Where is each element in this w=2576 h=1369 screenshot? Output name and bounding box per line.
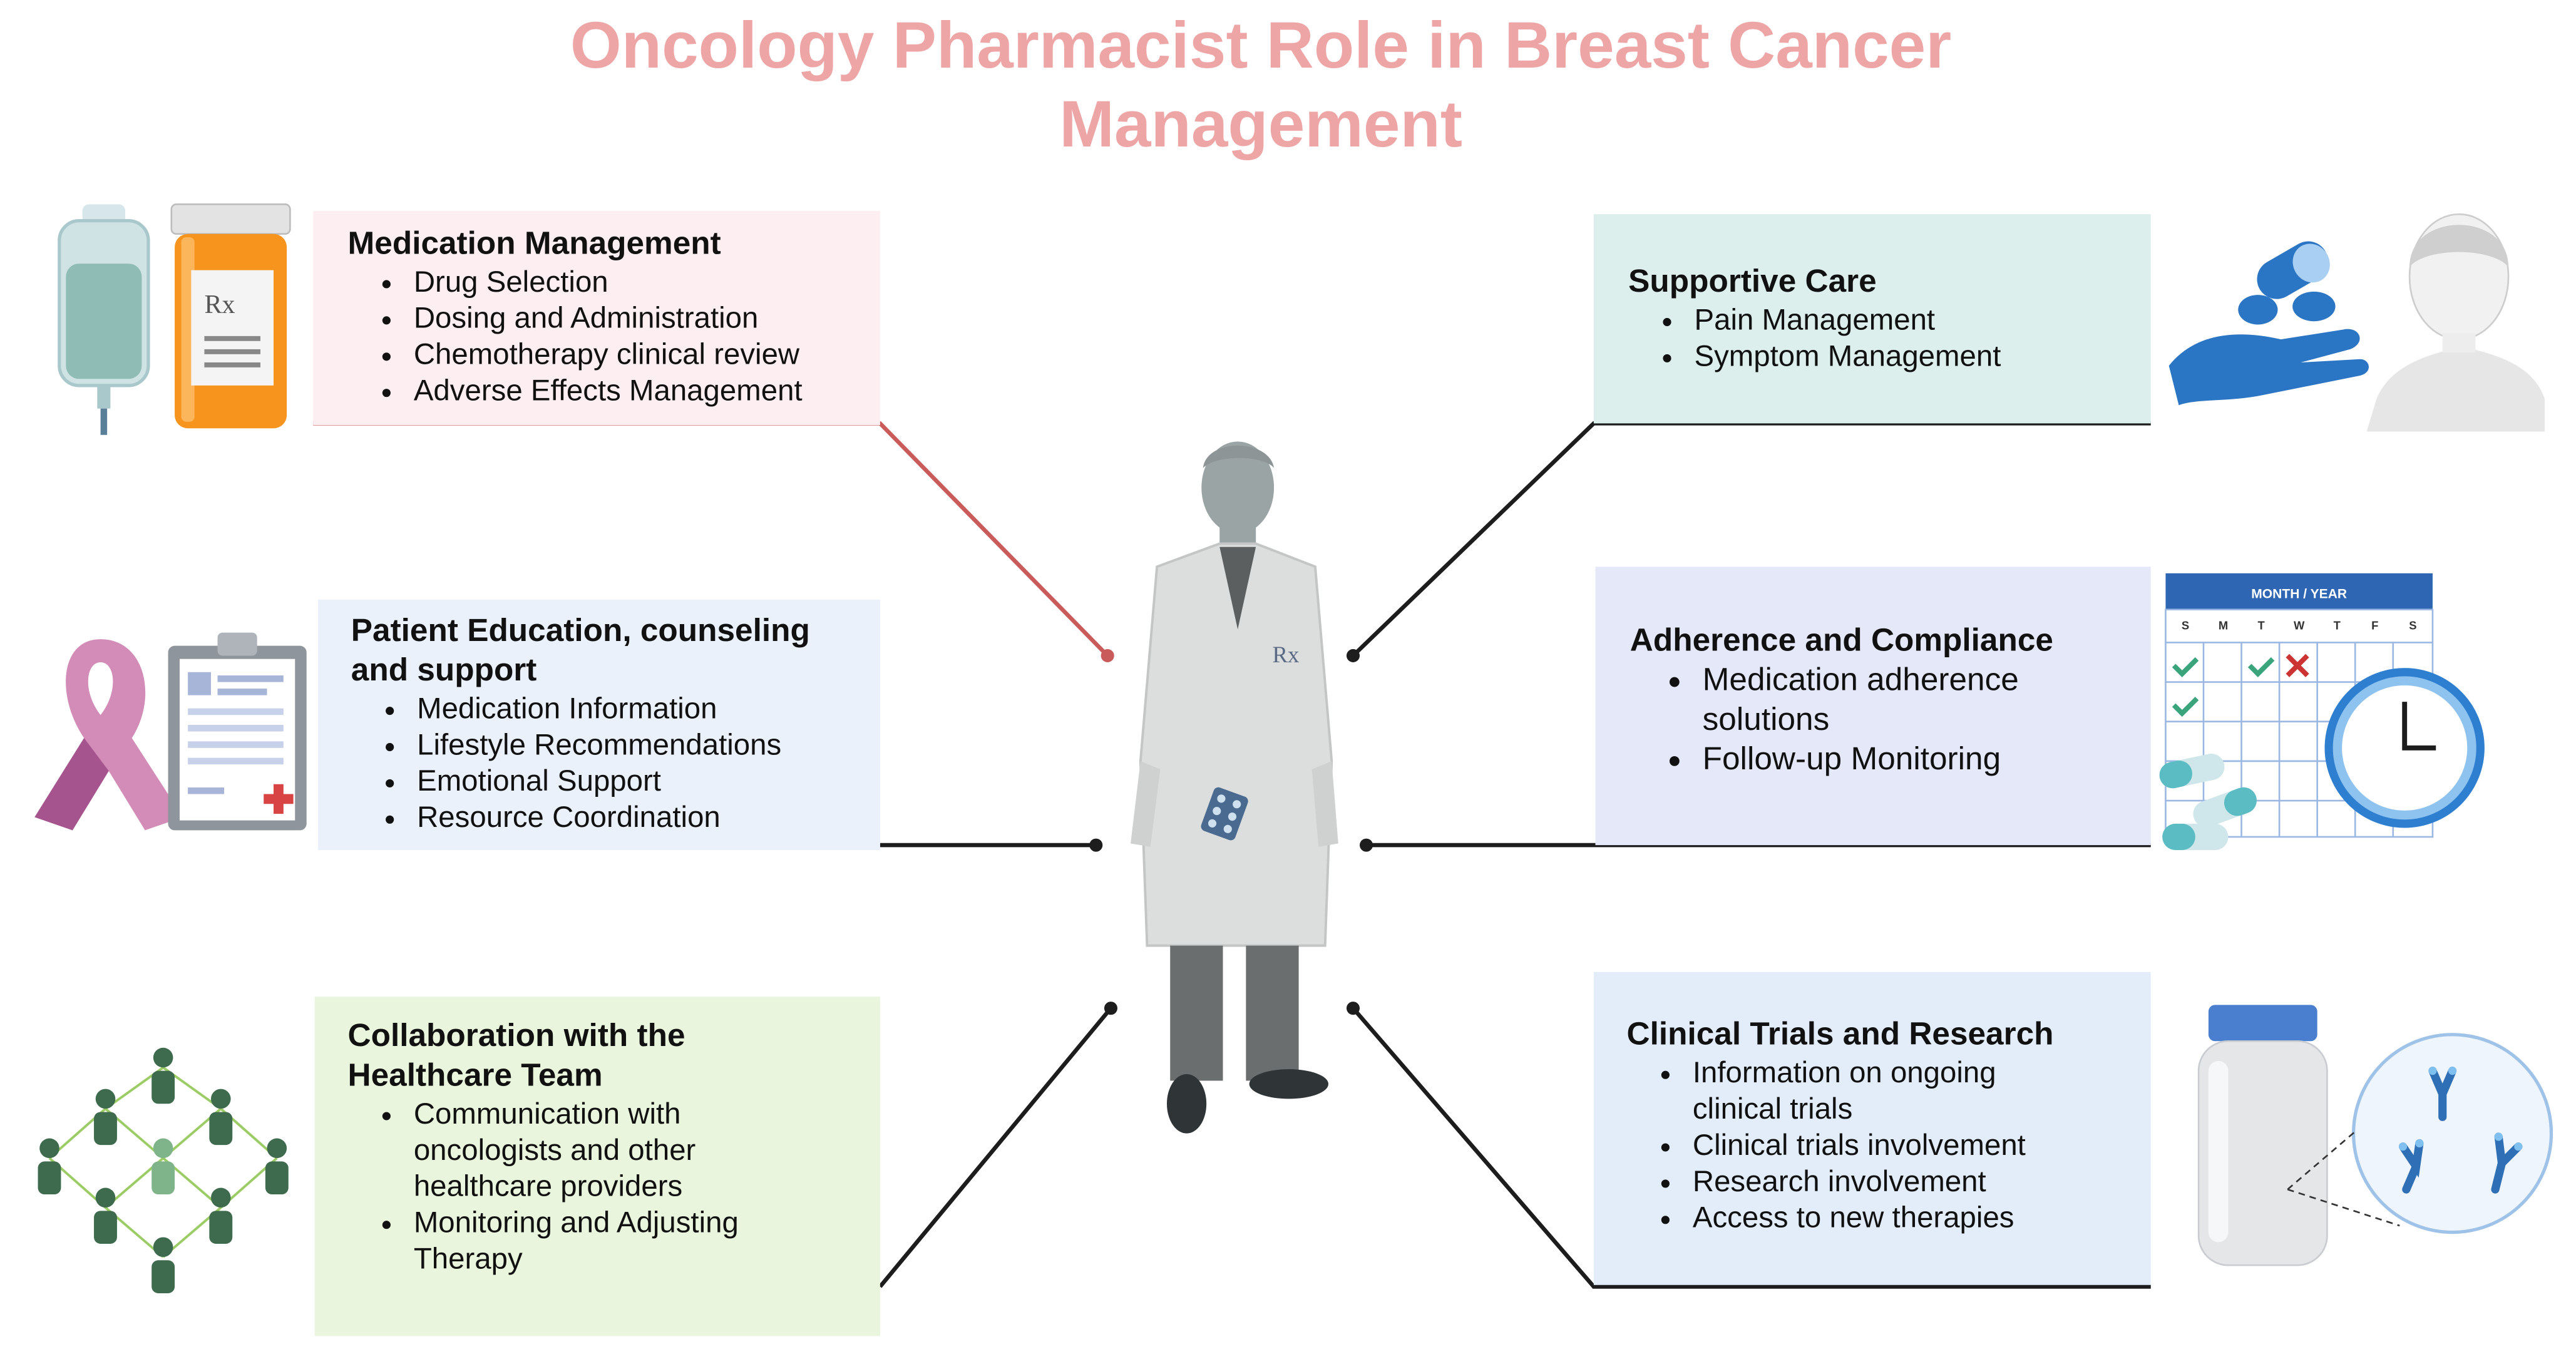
title-line-2: Management	[1059, 89, 1462, 162]
ribbon-and-clipboard-icon	[34, 632, 307, 831]
adherence-box: Adherence and Compliance Medication adhe…	[1595, 567, 2151, 846]
weekday-label: F	[2371, 618, 2378, 632]
weekday-label: W	[2294, 618, 2305, 632]
medication-management-list: Drug Selection Dosing and Administration…	[348, 264, 880, 409]
item-line: clinical trials	[1692, 1092, 1853, 1125]
connector-dot-medication	[1101, 649, 1114, 662]
collaboration-list: Communication with oncologists and other…	[348, 1095, 880, 1276]
connector-dot-clinical	[1346, 1002, 1360, 1015]
item-line: Communication with	[413, 1097, 681, 1131]
list-item: Emotional Support	[414, 763, 880, 799]
connector-clinical	[1352, 1007, 2151, 1289]
connector-dot-supportive	[1346, 649, 1360, 662]
antibody-icon	[2428, 1067, 2457, 1121]
supportive-care-box: Supportive Care Pain Management Symptom …	[1593, 214, 2151, 424]
heading-line: Healthcare Team	[347, 1057, 603, 1094]
check-mark-icon	[2172, 697, 2199, 717]
list-item: Adverse Effects Management	[411, 372, 880, 409]
list-item: Access to new therapies	[1690, 1199, 2151, 1236]
rx-label: Rx	[204, 290, 235, 319]
team-member-figures	[38, 1047, 289, 1293]
list-item: Medication adherence solutions	[1699, 660, 2150, 739]
item-line: Monitoring and Adjusting	[413, 1206, 739, 1239]
list-item: Dosing and Administration	[411, 300, 880, 336]
cross-mark-icon	[2286, 654, 2309, 677]
coat-rx-label: Rx	[1272, 642, 1299, 667]
medication-management-heading: Medication Management	[347, 225, 721, 262]
antibody-icon	[2491, 1132, 2523, 1194]
medication-management-box: Medication Management Drug Selection Dos…	[313, 210, 880, 425]
collaboration-heading: Collaboration with the Healthcare Team	[348, 1017, 880, 1095]
weekday-label: T	[2334, 618, 2341, 632]
supportive-care-list: Pain Management Symptom Management	[1628, 302, 2151, 374]
item-line: oncologists and other	[413, 1133, 696, 1167]
list-item: Follow-up Monitoring	[1699, 740, 2150, 779]
connector-dot-adherence	[1360, 838, 1373, 852]
title-line-1: Oncology Pharmacist Role in Breast Cance…	[570, 9, 1952, 83]
check-mark-icon	[2172, 657, 2199, 677]
list-item: Monitoring and Adjusting Therapy	[411, 1204, 880, 1277]
heading-line: Patient Education, counseling	[351, 613, 810, 649]
supportive-care-heading: Supportive Care	[1628, 264, 1877, 300]
list-item: Resource Coordination	[414, 799, 880, 835]
patient-education-heading: Patient Education, counseling and suppor…	[351, 611, 880, 690]
collaboration-box: Collaboration with the Healthcare Team C…	[314, 997, 880, 1336]
pharmacist-figure: Rx	[1131, 441, 1338, 1134]
list-item: Research involvement	[1690, 1163, 2151, 1199]
list-item: Clinical trials involvement	[1690, 1127, 2151, 1163]
hand-pills-and-patient-icon	[2168, 213, 2545, 432]
list-item: Pain Management	[1691, 302, 2151, 338]
item-line: Medication adherence	[1702, 662, 2019, 699]
calendar-clock-and-pills-icon: MONTH / YEAR S M T W T F S	[2159, 573, 2485, 850]
list-item: Information on ongoing clinical trials	[1690, 1054, 2151, 1127]
list-item: Symptom Management	[1691, 338, 2151, 374]
patient-education-list: Medication Information Lifestyle Recomme…	[351, 690, 880, 836]
adherence-list: Medication adherence solutions Follow-up…	[1630, 660, 2151, 779]
connector-dot-collaboration	[1104, 1002, 1118, 1015]
clinical-trials-list: Information on ongoing clinical trials C…	[1627, 1054, 2151, 1235]
adherence-heading: Adherence and Compliance	[1629, 622, 2053, 659]
list-item: Lifestyle Recommendations	[414, 727, 880, 763]
center-member-figure	[151, 1138, 175, 1195]
heading-line: and support	[351, 652, 537, 689]
weekday-label: T	[2258, 618, 2266, 632]
item-line: Therapy	[413, 1242, 523, 1275]
patient-education-box: Patient Education, counseling and suppor…	[318, 599, 880, 850]
weekday-label: M	[2219, 618, 2228, 632]
weekday-label: S	[2409, 618, 2416, 632]
healthcare-team-network-icon	[38, 1047, 289, 1293]
diagram-title: Oncology Pharmacist Role in Breast Cance…	[0, 7, 2522, 165]
list-item: Medication Information	[414, 690, 880, 727]
clinical-trials-box: Clinical Trials and Research Information…	[1593, 972, 2151, 1285]
list-item: Drug Selection	[411, 264, 880, 300]
heading-line: Collaboration with the	[347, 1018, 685, 1055]
item-line: Information on ongoing	[1692, 1055, 1996, 1089]
vial-and-antibodies-icon	[2197, 1005, 2553, 1266]
check-mark-icon	[2247, 657, 2275, 677]
connector-collaboration	[878, 1007, 1113, 1288]
list-item: Communication with oncologists and other…	[411, 1095, 880, 1204]
item-line: solutions	[1702, 702, 1830, 739]
antibody-icon	[2398, 1139, 2424, 1194]
weekday-label: S	[2182, 618, 2189, 632]
clinical-trials-heading: Clinical Trials and Research	[1626, 1016, 2054, 1053]
iv-bag-and-pill-bottle-icon: Rx	[58, 203, 291, 435]
item-line: healthcare providers	[413, 1169, 683, 1203]
list-item: Chemotherapy clinical review	[411, 336, 880, 372]
calendar-month-label: MONTH / YEAR	[2251, 587, 2347, 601]
connector-dot-education	[1089, 838, 1103, 852]
